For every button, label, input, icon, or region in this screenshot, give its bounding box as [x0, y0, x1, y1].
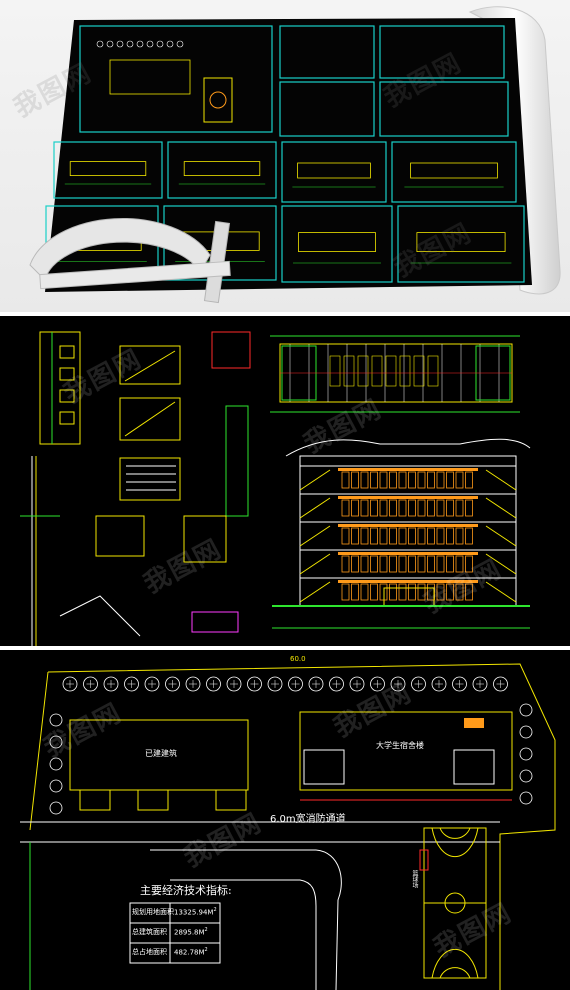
mini-sheet [167, 141, 277, 199]
wall-section-detail [20, 456, 60, 646]
stair-detail-2 [119, 397, 181, 441]
building-elevation [272, 438, 531, 629]
tech-row-label: 总占地面积 [132, 948, 167, 956]
mini-sheet [279, 81, 375, 137]
stair-detail-1 [119, 345, 181, 385]
tech-table-title: 主要经济技术指标: [140, 884, 232, 897]
mini-sheet [79, 25, 273, 133]
tech-row-value: 482.78M2 [174, 947, 208, 957]
mini-sheet [279, 25, 375, 79]
site-plan-panel: 6.0m宽消防通道 已建建筑 大学生宿舍楼 篮球场 60.0 主要经济技术指标:… [0, 650, 570, 990]
detail-elevation-drawing [20, 331, 531, 646]
detail-elevation-panel: 我图网 我图网 我图网 我图网 [0, 316, 570, 646]
school-building-label: 大学生宿舍楼 [376, 741, 424, 750]
sheet-mockup [29, 6, 561, 304]
width-dimension: 60.0 [290, 655, 306, 663]
tree-row [49, 676, 533, 815]
mini-sheet [281, 205, 393, 283]
tech-row-value: 2895.8M2 [174, 927, 208, 937]
mini-sheet [53, 141, 163, 199]
basketball-court [423, 827, 487, 979]
floor-plan [270, 335, 520, 413]
court-label: 篮球场 [411, 870, 418, 888]
existing-building [69, 719, 249, 811]
school-building [299, 711, 513, 801]
drawing-sheet [45, 18, 532, 292]
railing-details [59, 331, 251, 637]
tech-row-label: 总建筑面积 [132, 928, 167, 936]
tech-row-label: 规划用地面积 [132, 908, 174, 916]
fire-road [20, 821, 500, 990]
site-boundary [29, 663, 556, 990]
fire-road-label: 6.0m宽消防通道 [270, 814, 346, 825]
stair-detail-3 [119, 457, 181, 501]
preview-collage-panel: 我图网 我图网 我图网 [0, 0, 570, 312]
mini-sheet [281, 141, 387, 203]
mini-sheet [379, 81, 509, 137]
tech-table-frame [129, 902, 221, 964]
mini-sheet [379, 25, 505, 79]
site-plan-drawing [20, 663, 556, 990]
mini-sheet [397, 205, 525, 283]
protractor-tool [29, 217, 231, 304]
tech-row-value: 13325.94M2 [174, 907, 217, 917]
toilet-detail [39, 331, 81, 445]
mini-sheet [391, 141, 517, 203]
existing-building-label: 已建建筑 [145, 749, 177, 758]
